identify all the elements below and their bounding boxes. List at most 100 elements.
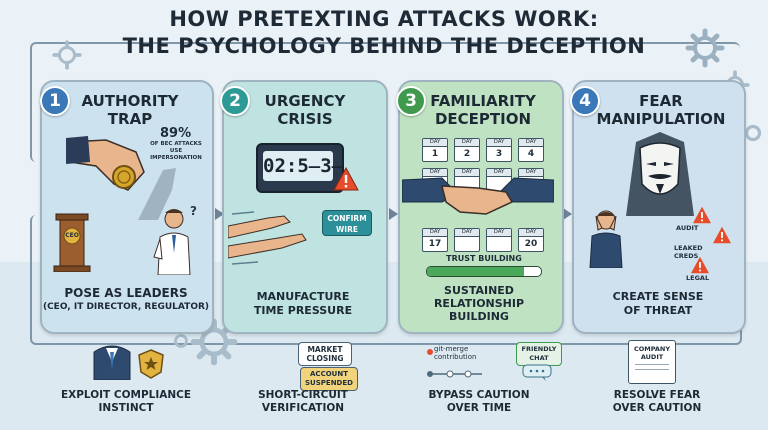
friendly-chat-bubble: FRIENDLY CHAT xyxy=(516,342,562,366)
suit-icon xyxy=(93,345,131,380)
police-badge-icon xyxy=(138,349,164,379)
panel-2-caption-line1: MANUFACTURE xyxy=(256,290,350,303)
panel-1-title: AUTHORITY TRAP xyxy=(70,92,190,128)
audit-line: AUDIT xyxy=(640,353,664,361)
panel-2-bottom-line2: VERIFICATION xyxy=(261,402,345,414)
hand-coin-illustration xyxy=(66,136,145,191)
git-merge-line1: git-merge xyxy=(434,345,469,353)
flow-arrow xyxy=(215,208,224,220)
flow-arrow xyxy=(389,208,398,220)
stressed-person-icon xyxy=(589,210,623,268)
calendar-day-label: DAY xyxy=(455,229,479,237)
account-suspended-note: ACCOUNT SUSPENDED xyxy=(300,367,358,391)
mask-icon xyxy=(626,132,694,216)
panel-1-title-line2: TRAP xyxy=(107,110,153,128)
calendar-day-label: DAY xyxy=(423,169,447,177)
panel-4-bottom-line1: RESOLVE FEAR xyxy=(613,389,701,401)
calendar-day: DAY xyxy=(454,228,480,252)
calendar-day-label: DAY xyxy=(519,169,543,177)
panel-3-title-line1: FAMILIARITY xyxy=(430,92,536,110)
trust-progress-bar xyxy=(426,266,542,277)
panel-4-title: FEAR MANIPULATION xyxy=(596,92,726,128)
calendar-day-label: DAY xyxy=(455,139,479,147)
calendar-day-label: DAY xyxy=(487,169,511,177)
confirm-wire-line1: CONFIRM xyxy=(327,214,367,223)
podium-label: CEO xyxy=(65,232,79,239)
panel-1-caption: POSE AS LEADERS (CEO, IT DIRECTOR, REGUL… xyxy=(38,286,214,314)
warning-icon xyxy=(333,167,359,191)
pointing-hands-illustration xyxy=(228,211,307,265)
gear-icon xyxy=(685,28,725,68)
market-closing-line2: CLOSING xyxy=(306,354,344,363)
market-closing-line1: MARKET xyxy=(307,345,343,354)
warning-leaked-creds xyxy=(712,226,732,248)
confirm-wire-button[interactable]: CONFIRM WIRE xyxy=(322,210,372,236)
gear-icon xyxy=(190,318,238,366)
calendar-day-number: 20 xyxy=(524,239,538,249)
panel-3-caption-line1: SUSTAINED xyxy=(444,284,514,297)
panel-2-title-line1: URGENCY xyxy=(264,92,346,110)
gear-icon xyxy=(174,334,188,348)
calendar-day: DAY 1 xyxy=(422,138,448,162)
panel-4-caption-line1: CREATE SENSE xyxy=(612,290,704,303)
calendar-day-label: DAY xyxy=(455,169,479,177)
panel-4-bottom-caption: RESOLVE FEAR OVER CAUTION xyxy=(574,389,740,415)
calendar-day-number: 1 xyxy=(431,149,439,159)
handshake-illustration xyxy=(402,177,554,215)
warning-audit xyxy=(690,206,714,228)
panel-2-title: URGENCY CRISIS xyxy=(240,92,370,128)
panel-2-caption: MANUFACTURE TIME PRESSURE xyxy=(228,290,378,318)
panel-2-caption-line2: TIME PRESSURE xyxy=(253,304,353,317)
panel-2-bottom-caption: SHORT-CIRCUIT VERIFICATION xyxy=(228,389,378,415)
friendly-chat-line2: CHAT xyxy=(529,354,549,362)
page-title: HOW PRETEXTING ATTACKS WORK: THE PSYCHOL… xyxy=(0,6,768,60)
panel-4-title-line1: FEAR xyxy=(639,92,683,110)
warning-icon xyxy=(713,226,731,244)
calendar-day-number: 2 xyxy=(463,149,471,159)
trust-progress-fill xyxy=(427,267,524,276)
connector-frame xyxy=(30,42,740,162)
panel-3-bottom-line2: OVER TIME xyxy=(446,402,512,414)
company-audit-document: COMPANY AUDIT xyxy=(628,340,676,384)
title-line-1: HOW PRETEXTING ATTACKS WORK: xyxy=(169,7,599,31)
market-closing-note: MARKET CLOSING xyxy=(298,342,352,366)
friendly-chat-line1: FRIENDLY xyxy=(521,345,557,353)
shadow-figure xyxy=(138,168,176,220)
person-confused-icon: ? xyxy=(153,205,197,275)
document-lines xyxy=(635,364,669,369)
git-merge-line2: contribution xyxy=(434,353,477,361)
panel-urgency-crisis xyxy=(222,80,388,334)
calendar-day-label: DAY xyxy=(423,139,447,147)
calendar-day-number: 4 xyxy=(527,149,535,159)
gear-icon xyxy=(52,40,82,70)
stat-value: 89% xyxy=(160,126,192,141)
svg-text:?: ? xyxy=(190,205,197,218)
panel-3-caption: SUSTAINED RELATIONSHIP BUILDING xyxy=(402,284,556,323)
stat-text: OF BEC ATTACKS USE IMPERSONATION xyxy=(150,141,202,161)
timer-display: 02:5̶3̶ xyxy=(263,151,343,181)
panel-3-caption-line2: RELATIONSHIP xyxy=(433,297,525,310)
calendar-day-label: DAY xyxy=(519,139,543,147)
panel-3-bottom-line1: BYPASS CAUTION xyxy=(428,389,530,401)
calendar-day-label: DAY xyxy=(487,229,511,237)
company-audit-text: COMPANY AUDIT xyxy=(629,341,675,361)
panel-3-title-line2: DECEPTION xyxy=(434,110,532,128)
panel-3-title: FAMILIARITY DECEPTION xyxy=(420,92,546,128)
leaked-line: LEAKED xyxy=(674,244,703,252)
panel-1-title-line1: AUTHORITY xyxy=(81,92,179,110)
panel-3-bottom-caption: BYPASS CAUTION OVER TIME xyxy=(398,389,560,415)
git-merge-icon xyxy=(427,349,482,378)
warning-icon xyxy=(693,206,711,224)
panel-4-title-line2: MANIPULATION xyxy=(596,110,726,128)
countdown-timer: 02:5̶3̶ xyxy=(256,143,344,193)
company-line: COMPANY xyxy=(633,345,671,353)
panel-2-title-line2: CRISIS xyxy=(277,110,333,128)
panel-2-bottom-line1: SHORT-CIRCUIT xyxy=(258,389,348,401)
panel-1-caption-line1: POSE AS LEADERS xyxy=(64,286,188,300)
warning-audit-label: AUDIT xyxy=(676,224,699,232)
calendar-day-label: DAY xyxy=(423,229,447,237)
